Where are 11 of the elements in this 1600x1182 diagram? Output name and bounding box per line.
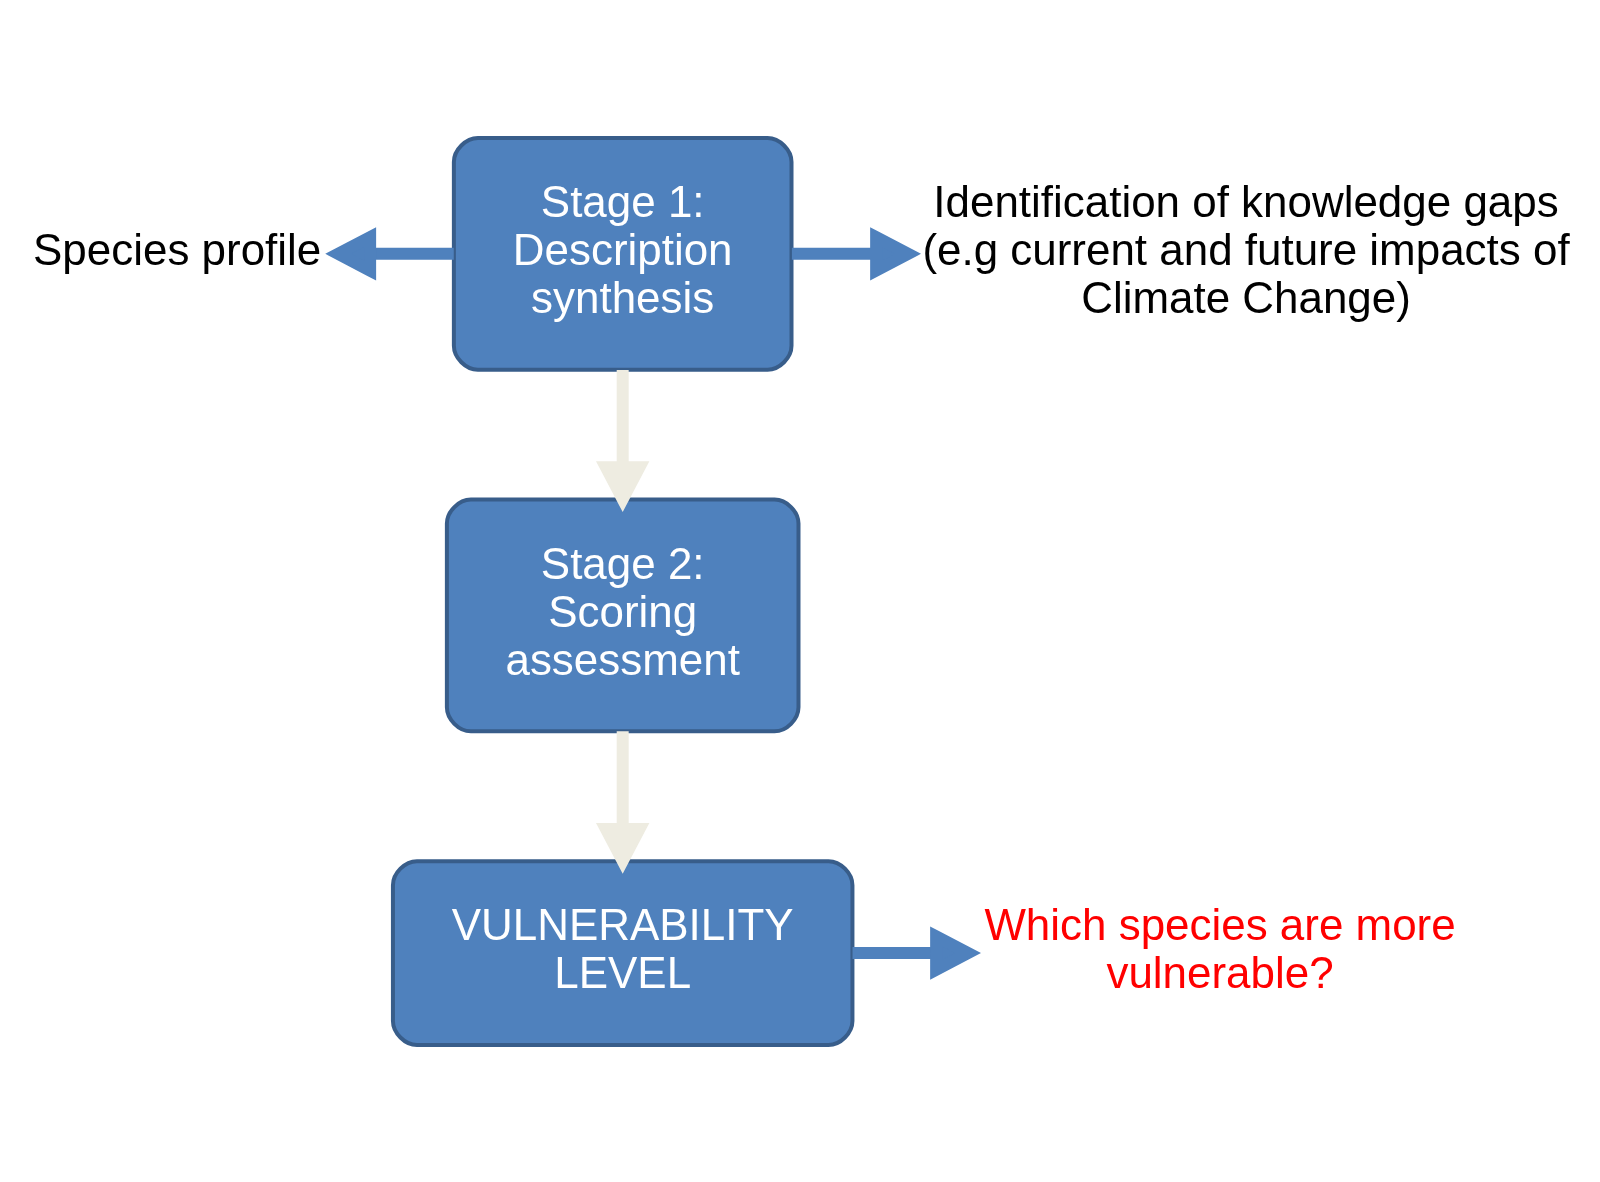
arrow — [596, 730, 650, 874]
node-text: Species profile — [33, 224, 322, 274]
node-text: Which species are more vulnerable? — [984, 899, 1456, 997]
node-text: Identification of knowledge gaps (e.g current and future impacts of Climate Change) — [922, 176, 1570, 322]
arrow — [791, 226, 921, 281]
node-box: VULNERABILITY LEVEL — [390, 858, 855, 1047]
arrow — [325, 226, 454, 281]
node-box: Stage 1: Description synthesis — [451, 135, 794, 372]
arrow — [596, 369, 650, 512]
arrow — [852, 925, 981, 980]
node-box: Stage 2: Scoring assessment — [444, 497, 801, 733]
